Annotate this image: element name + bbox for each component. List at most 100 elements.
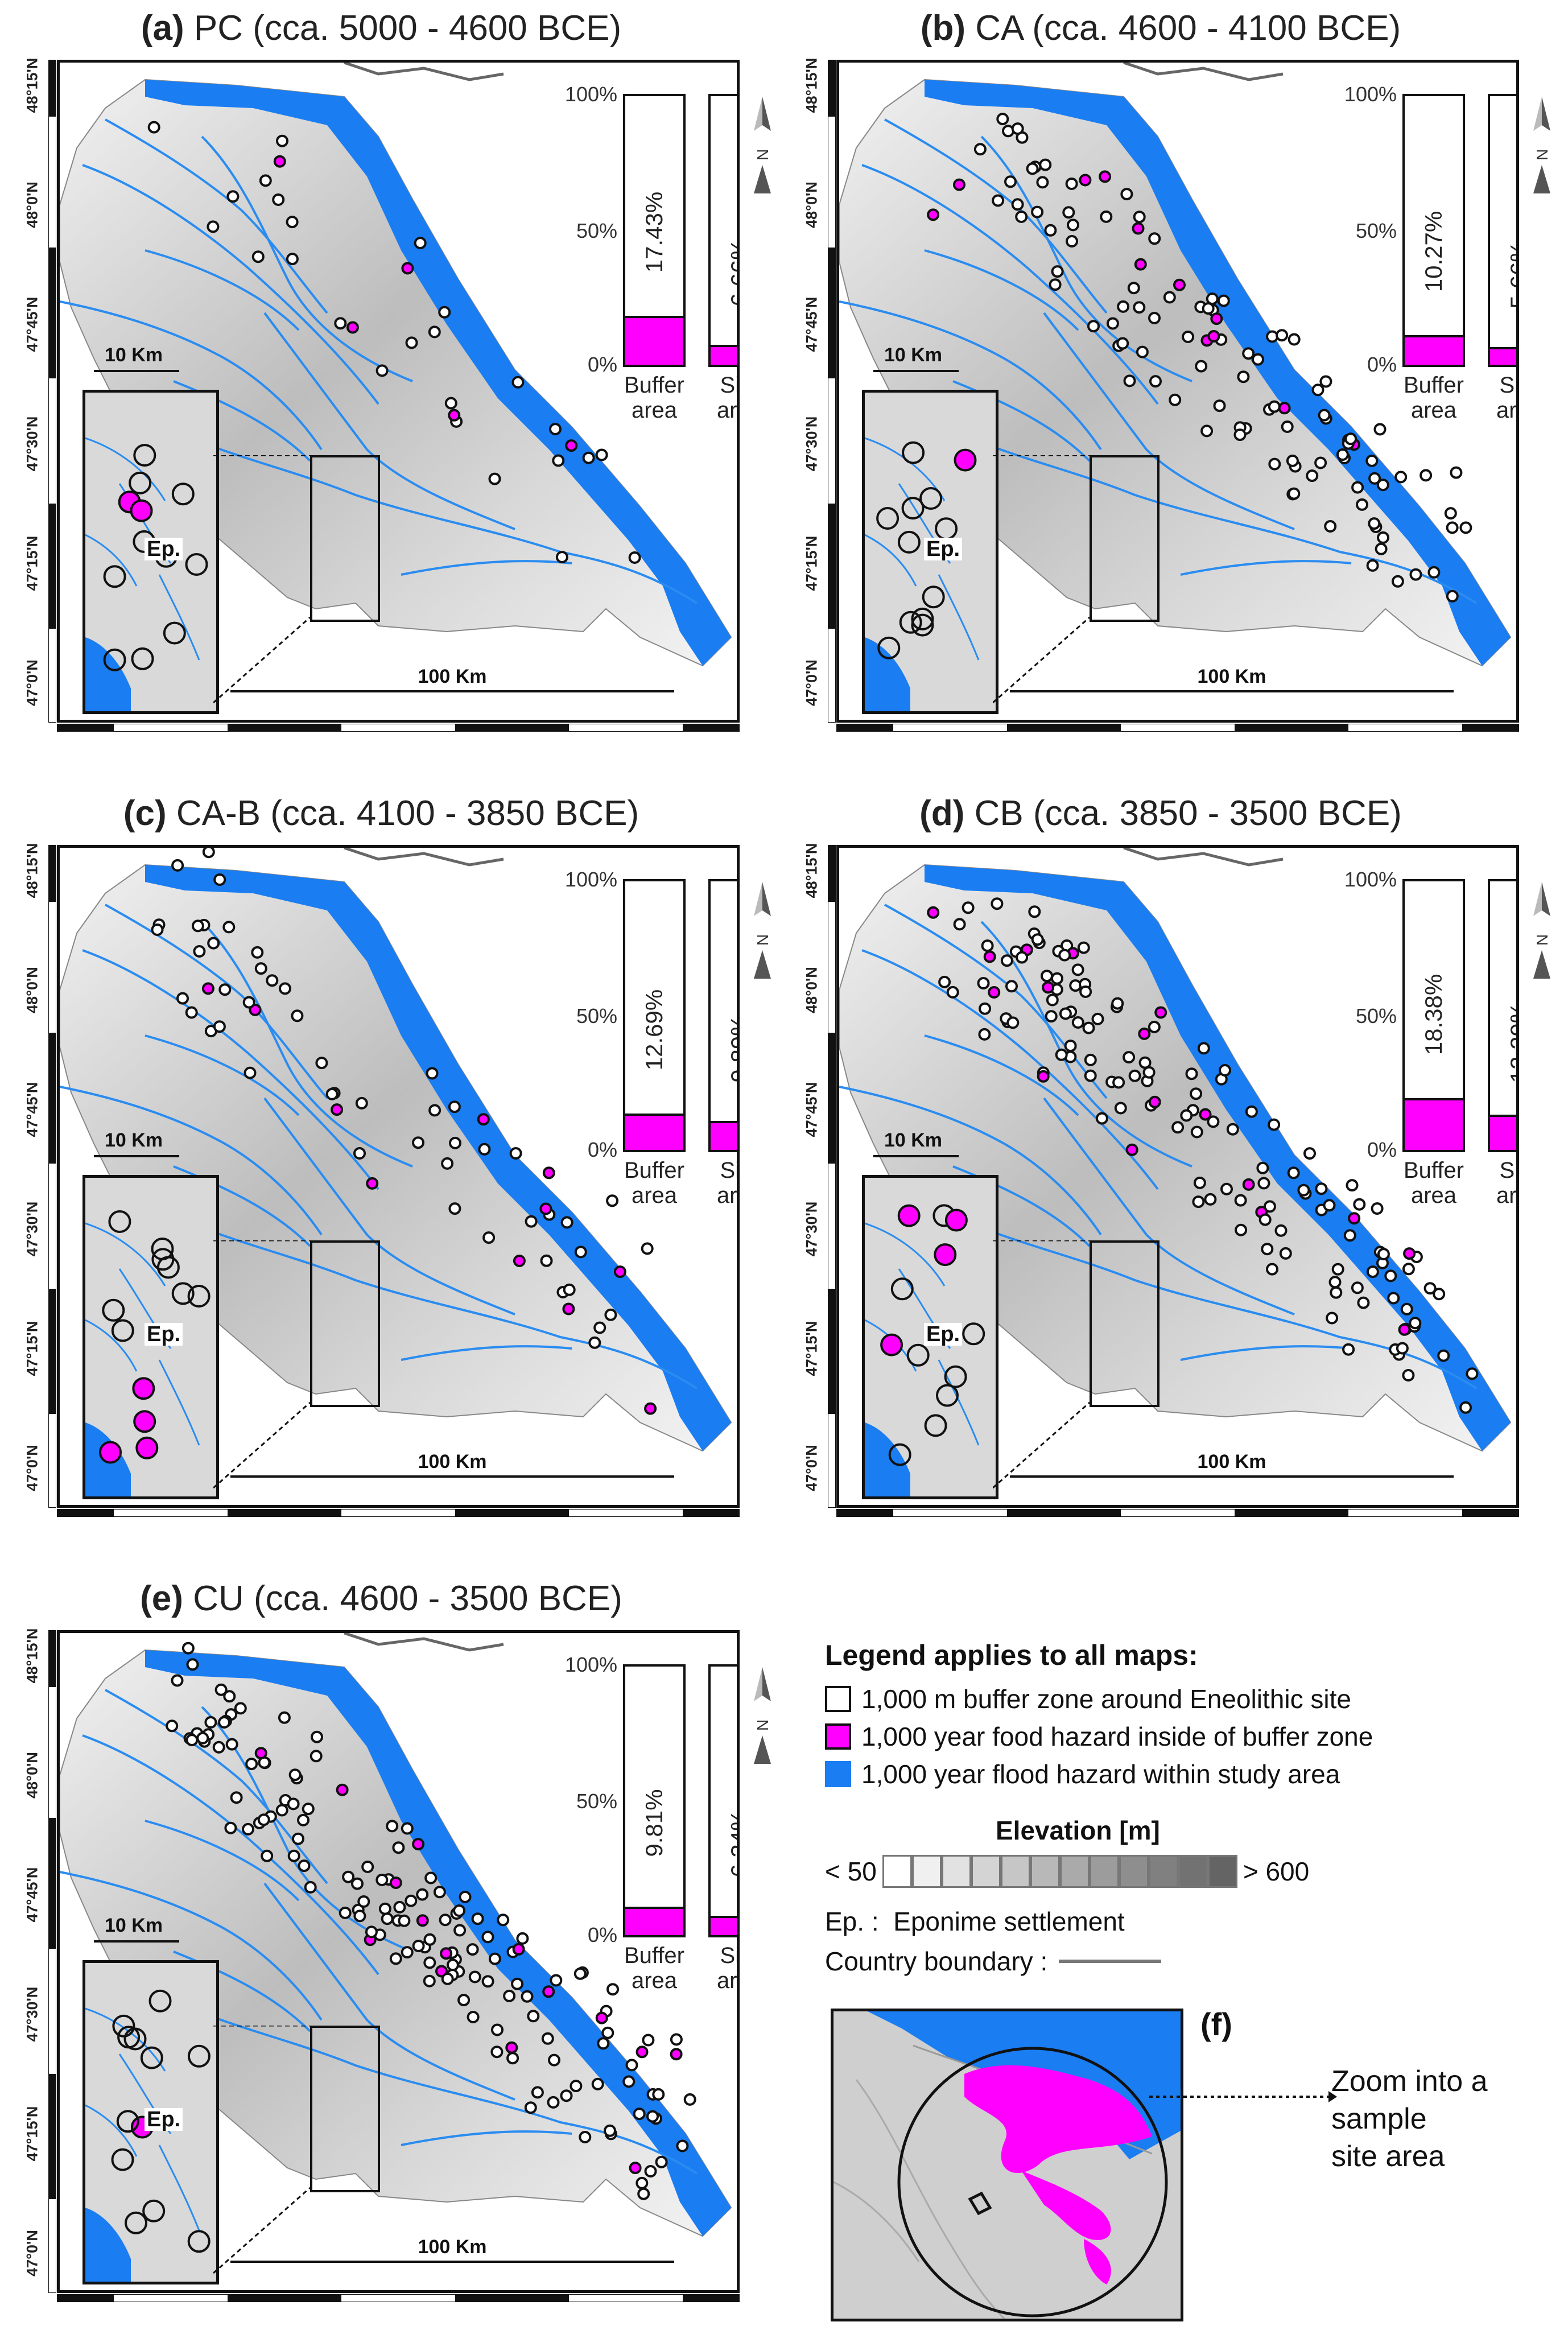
- site-buffer-marker: [542, 1985, 555, 1998]
- north-arrow-icon: N: [754, 1667, 771, 1764]
- latitude-label: 47°45'N: [803, 296, 820, 352]
- map-frame: 100 Km 10 Km Ep. 100% 50% 0%: [836, 60, 1519, 723]
- site-buffer-marker: [1207, 1115, 1220, 1128]
- site-buffer-marker: [1459, 1401, 1472, 1414]
- latitude-label: 48°0'N: [803, 182, 820, 228]
- site-bar-fill: [711, 344, 737, 365]
- panel-period: CU (cca. 4600 - 3500 BCE): [193, 1579, 622, 1618]
- site-buffer-marker: [226, 190, 240, 203]
- site-buffer-marker: [291, 1009, 304, 1022]
- elevation-ramp-cell: [1119, 1855, 1149, 1888]
- site-buffer-marker: [481, 1975, 494, 1988]
- inset-site-marker: [890, 1277, 914, 1301]
- site-buffer-marker: [245, 1758, 258, 1771]
- scale-bar-label: 100 Km: [418, 2236, 487, 2258]
- site-buffer-marker: [381, 1912, 394, 1925]
- site-buffer-marker: [310, 1750, 323, 1763]
- eponym-desc: Eponime settlement: [893, 1907, 1125, 1936]
- inset-site-marker: [944, 1365, 967, 1388]
- site-buffer-marker: [223, 1690, 236, 1703]
- scale-bar-label: 100 Km: [1197, 666, 1266, 687]
- panel-label: (a): [141, 9, 184, 48]
- panel-period: PC (cca. 5000 - 4600 BCE): [193, 9, 622, 48]
- site-buffer-marker: [297, 1813, 310, 1826]
- site-buffer-marker: [1059, 1007, 1072, 1020]
- inset-scale-label: 10 Km: [884, 344, 943, 366]
- elevation-ramp-cell: [971, 1855, 1001, 1888]
- inset-site-marker: [944, 1209, 968, 1232]
- site-buffer-marker: [1099, 170, 1112, 183]
- elevation-ramp-cell: [941, 1855, 971, 1888]
- inset-connector: [993, 1240, 1090, 1489]
- site-buffer-marker: [191, 919, 204, 933]
- site-buffer-marker: [1095, 1112, 1108, 1125]
- panel-period: CB (cca. 3850 - 3500 BCE): [974, 794, 1402, 833]
- site-bar: 6.34%: [708, 1664, 737, 1937]
- latitude-label: 47°15'N: [803, 1321, 820, 1376]
- site-buffer-marker: [1331, 1263, 1344, 1276]
- site-buffer-marker: [181, 1642, 195, 1655]
- site-buffer-marker: [1031, 205, 1044, 218]
- scale-bar-label: 100 Km: [418, 666, 487, 687]
- inset-site-marker: [140, 2046, 163, 2069]
- site-buffer-marker: [185, 1006, 198, 1019]
- site-buffer-marker: [1148, 312, 1161, 324]
- site-buffer-marker: [1314, 456, 1327, 469]
- elevation-max-label: > 600: [1243, 1857, 1310, 1886]
- site-buffer-marker: [670, 2048, 683, 2061]
- panel-label: (d): [919, 794, 965, 833]
- site-buffer-marker: [1133, 211, 1146, 224]
- site-buffer-marker: [1180, 1109, 1193, 1122]
- site-buffer-marker: [1330, 1286, 1343, 1299]
- site-buffer-marker: [1303, 1147, 1316, 1160]
- longitude-ticks: [836, 724, 1519, 732]
- elevation-ramp-cell: [911, 1855, 942, 1888]
- elevation-min-label: < 50: [825, 1857, 877, 1886]
- site-buffer-marker: [1264, 1200, 1276, 1213]
- site-buffer-marker: [542, 1166, 555, 1180]
- north-arrow-icon: N: [1533, 97, 1551, 193]
- site-buffer-marker: [218, 1716, 231, 1729]
- site-buffer-marker: [444, 397, 457, 410]
- site-buffer-marker: [287, 1849, 300, 1862]
- site-buffer-marker: [1192, 1195, 1205, 1209]
- site-bar-label: Sitearea: [716, 1943, 740, 1993]
- buffer-bar-value: 9.81%: [641, 1789, 667, 1857]
- site-buffer-marker: [423, 1974, 436, 1987]
- site-buffer-marker: [439, 1914, 452, 1927]
- site-buffer-marker: [1071, 963, 1084, 976]
- site-bar-value: 12.29%: [1505, 1001, 1519, 1083]
- site-buffer-marker: [376, 364, 389, 377]
- site-buffer-marker: [548, 2053, 560, 2067]
- elevation-ramp-cell: [1178, 1855, 1208, 1888]
- latitude-label: 48°0'N: [803, 967, 820, 1013]
- site-buffer-marker: [983, 950, 996, 963]
- site-buffer-marker: [521, 1990, 534, 2003]
- eponym-label: Ep.: [145, 2108, 183, 2131]
- site-buffer-marker: [1344, 432, 1357, 446]
- legend-item-label: 1,000 m buffer zone around Eneolithic si…: [861, 1684, 1351, 1714]
- site-buffer-marker: [531, 2086, 544, 2099]
- inset-site-marker: [899, 611, 922, 634]
- site-buffer-marker: [193, 945, 206, 958]
- site-buffer-marker: [1268, 400, 1281, 413]
- site-buffer-marker: [244, 1066, 257, 1079]
- site-buffer-marker: [185, 1734, 199, 1747]
- site-buffer-marker: [412, 1940, 425, 1952]
- zoom-arrow: [1149, 2091, 1337, 2102]
- latitude-label: 47°15'N: [803, 535, 820, 591]
- site-buffer-marker: [196, 1731, 209, 1745]
- site-buffer-marker: [636, 2046, 649, 2059]
- buffer-bar-fill: [625, 1906, 683, 1935]
- site-buffer-marker: [1128, 1069, 1141, 1082]
- eponym-key: Ep. :: [825, 1907, 879, 1936]
- panel-label: (c): [123, 794, 167, 833]
- site-buffer-marker: [1045, 1010, 1058, 1023]
- site-buffer-marker: [428, 1104, 441, 1117]
- latitude-label: 47°0'N: [803, 659, 820, 706]
- site-buffer-marker: [629, 2162, 642, 2175]
